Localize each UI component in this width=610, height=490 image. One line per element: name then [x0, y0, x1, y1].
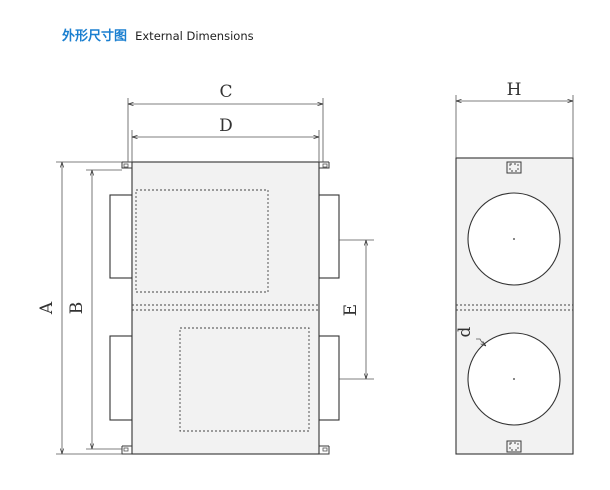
- hanger-bottom-side: [506, 440, 522, 453]
- dimension-h: H: [455, 80, 574, 158]
- dimension-a: A: [37, 161, 122, 455]
- duct-left-bottom: [109, 335, 133, 421]
- dimension-b: B: [67, 169, 122, 450]
- label-e: E: [341, 304, 361, 316]
- unit-body-front: [131, 161, 320, 455]
- dimension-c: C: [127, 82, 324, 162]
- side-view: H d: [455, 80, 574, 455]
- mounting-bracket-bottom-left: [121, 445, 132, 455]
- diagram-heading: 外形尺寸图 External Dimensions: [62, 25, 254, 44]
- title-english: External Dimensions: [135, 29, 254, 43]
- mounting-bracket-top-right: [319, 161, 330, 169]
- hanger-top-side: [506, 161, 522, 174]
- diameter-d-leader: d: [455, 326, 486, 346]
- label-h: H: [507, 80, 522, 100]
- inner-panel-bottom: [179, 327, 310, 432]
- mounting-bracket-bottom-right: [319, 445, 330, 455]
- duct-right-top: [318, 194, 340, 279]
- inner-panel-top: [135, 189, 269, 293]
- dimension-e: E: [339, 239, 374, 380]
- mounting-bracket-top-left: [121, 161, 132, 169]
- label-d-diameter: d: [455, 326, 475, 337]
- label-c: C: [219, 82, 232, 102]
- port-center-bottom: [513, 378, 515, 380]
- label-a: A: [37, 301, 57, 315]
- dimension-d: D: [131, 116, 320, 162]
- duct-right-bottom: [318, 335, 340, 421]
- front-view: C D A B E: [37, 82, 374, 455]
- title-chinese: 外形尺寸图: [62, 29, 128, 44]
- label-d: D: [219, 116, 233, 136]
- duct-left-top: [109, 194, 133, 279]
- label-b: B: [67, 302, 87, 315]
- port-center-top: [513, 238, 515, 240]
